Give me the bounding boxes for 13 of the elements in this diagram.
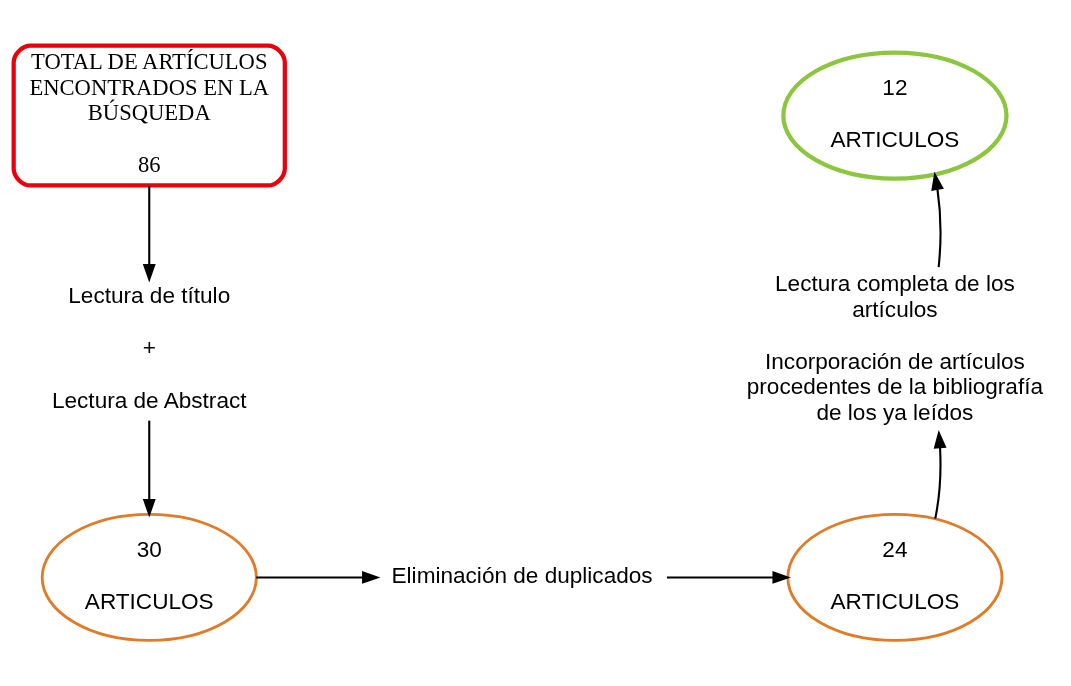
node-ellipse: 12 ARTICULOS <box>781 50 1009 181</box>
arrow <box>931 171 944 268</box>
node-ellipse: 24 ARTICULOS <box>786 513 1004 642</box>
node-text: Eliminación de duplicados <box>391 562 653 588</box>
arrow <box>933 429 947 519</box>
arrow <box>142 420 156 518</box>
node-text: Lectura de título + Lectura de Abstract <box>51 283 247 413</box>
node-text: Lectura completa de los artículos Incorporación de artículos procedentes de la bibliografía de los ya leídos <box>746 271 1044 425</box>
arrow <box>667 571 791 584</box>
arrow <box>142 185 156 283</box>
arrow <box>256 571 381 584</box>
node-ellipse: 30 ARTICULOS <box>40 513 258 642</box>
node-box: TOTAL DE ARTÍCULOS ENCONTRADOS EN LA BÚSQUEDA 86 <box>11 43 287 188</box>
